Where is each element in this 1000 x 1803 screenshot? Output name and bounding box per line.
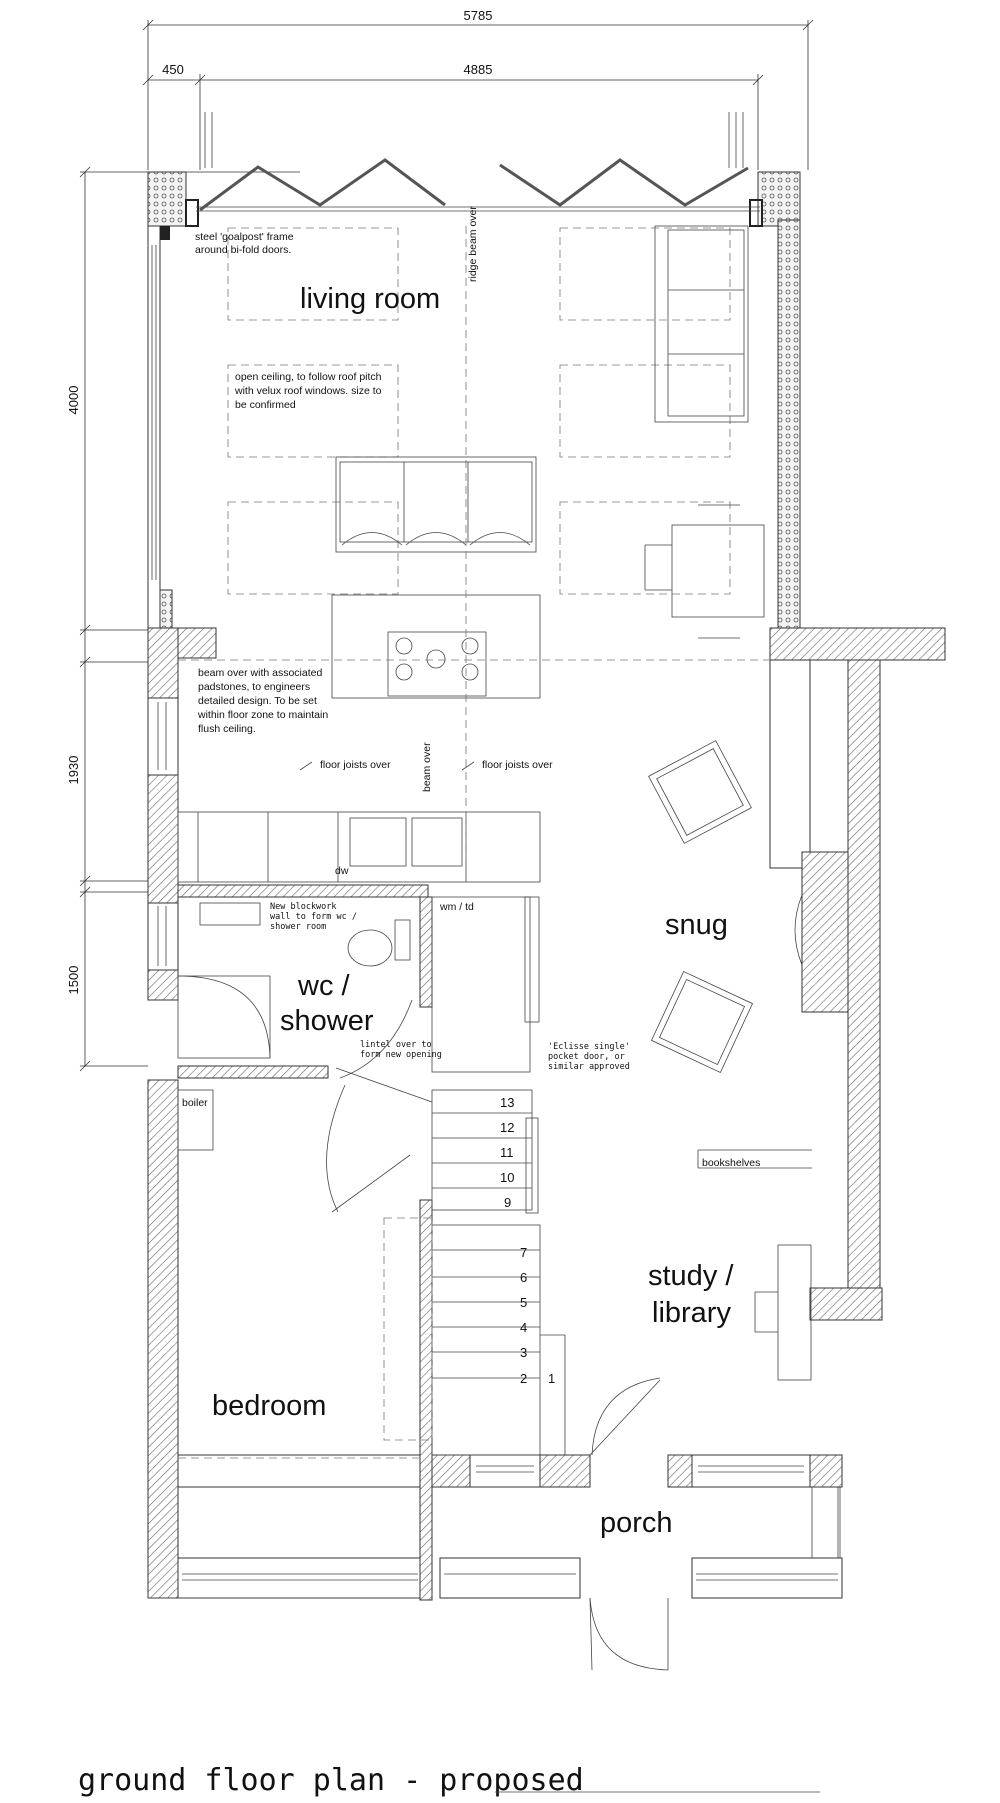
dim-inner-width: 4885 [464, 62, 493, 77]
stair-numbers: 13 12 11 10 9 7 6 5 4 3 2 1 [500, 1095, 555, 1386]
note-eclisse-2: pocket door, or [548, 1052, 625, 1062]
note-ceiling-2: with velux roof windows. size to [234, 385, 382, 397]
stair-step-5: 5 [520, 1295, 527, 1310]
note-blockwork-2: wall to form wc / [270, 912, 357, 922]
note-blockwork-3: shower room [270, 922, 326, 932]
dim-middle-depth: 1930 [66, 756, 81, 785]
note-dw: dw [335, 865, 349, 877]
stair-step-6: 6 [520, 1270, 527, 1285]
note-eclisse-3: similar approved [548, 1062, 630, 1072]
bifold-doors [147, 112, 801, 227]
note-blockwork-1: New blockwork [270, 902, 337, 912]
stair-step-1: 1 [548, 1371, 555, 1386]
note-goalpost-1: steel 'goalpost' frame [195, 231, 294, 243]
stair-step-4: 4 [520, 1320, 527, 1335]
dim-overall-width: 5785 [464, 8, 493, 23]
room-label-study-1: study / [648, 1260, 734, 1292]
note-lintel-1: lintel over to [360, 1040, 432, 1050]
note-beam-2: padstones, to engineers [198, 681, 310, 693]
note-goalpost-2: around bi-fold doors. [195, 244, 291, 256]
note-beam-over: beam over [421, 742, 433, 792]
room-labels: living room snug wc / shower study / lib… [212, 283, 734, 1539]
room-label-wc-2: shower [280, 1005, 374, 1037]
note-ceiling-3: be confirmed [235, 399, 296, 411]
note-beam-1: beam over with associated [198, 667, 322, 679]
room-label-living-room: living room [300, 283, 440, 315]
note-ridge-beam: ridge beam over [467, 206, 479, 282]
note-beam-5: flush ceiling. [198, 723, 256, 735]
note-boiler: boiler [182, 1097, 208, 1109]
stair-step-11: 11 [500, 1145, 514, 1160]
room-label-porch: porch [600, 1507, 673, 1539]
stair-step-10: 10 [500, 1170, 514, 1185]
note-bookshelves: bookshelves [702, 1157, 760, 1169]
note-joists-left: floor joists over [320, 759, 391, 771]
note-lintel-2: form new opening [360, 1050, 442, 1060]
walls [147, 219, 946, 1601]
room-label-wc-1: wc / [297, 970, 351, 1002]
note-ceiling-1: open ceiling, to follow roof pitch [235, 371, 382, 383]
stair-step-2: 2 [520, 1371, 527, 1386]
stair-step-12: 12 [500, 1120, 514, 1135]
note-joists-right: floor joists over [482, 759, 553, 771]
plan-caption: ground floor plan - proposed [78, 1763, 584, 1798]
room-label-snug: snug [665, 909, 728, 941]
stair-step-7: 7 [520, 1245, 527, 1260]
room-label-bedroom: bedroom [212, 1390, 326, 1422]
stair-step-3: 3 [520, 1345, 527, 1360]
stair-step-13: 13 [500, 1095, 514, 1110]
dim-living-depth: 4000 [66, 386, 81, 415]
room-label-study-2: library [652, 1297, 731, 1329]
note-beam-3: detailed design. To be set [198, 695, 317, 707]
note-eclisse-1: 'Eclisse single' [548, 1042, 630, 1052]
dim-left-offset: 450 [162, 62, 184, 77]
note-beam-4: within floor zone to maintain [197, 709, 328, 721]
furniture [177, 225, 812, 1671]
dim-wc-depth: 1500 [66, 966, 81, 995]
annotations: steel 'goalpost' frame around bi-fold do… [182, 206, 760, 1169]
stair-step-9: 9 [504, 1195, 511, 1210]
note-wm-td: wm / td [439, 901, 474, 913]
